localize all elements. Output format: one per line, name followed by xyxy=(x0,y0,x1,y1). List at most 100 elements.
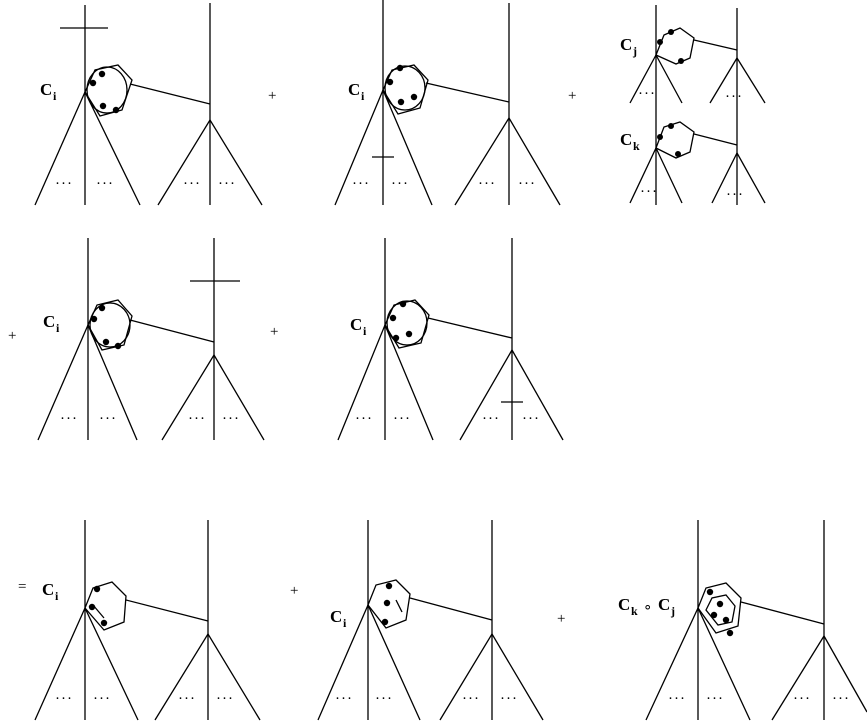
vertex-dot xyxy=(99,102,107,110)
vertex-dot xyxy=(657,39,663,45)
diagram-r1-term2: C i ··· ··· ··· ··· xyxy=(334,0,561,206)
plus-operator: + xyxy=(290,583,298,599)
label-sub: j xyxy=(670,604,675,618)
ellipsis: ··· xyxy=(93,691,111,707)
ellipsis: ··· xyxy=(99,411,117,427)
vertex-dot xyxy=(102,338,110,346)
ellipsis: ··· xyxy=(222,411,240,427)
label-sub: j xyxy=(632,44,637,58)
plus-operator: + xyxy=(8,328,16,344)
vertex-dot xyxy=(392,334,400,342)
ellipsis: ··· xyxy=(640,184,658,200)
vertex-dot xyxy=(399,300,407,308)
ellipsis: ··· xyxy=(726,187,744,203)
label-sub: i xyxy=(55,589,59,603)
ellipsis: ··· xyxy=(391,176,409,192)
ellipsis: ··· xyxy=(355,411,373,427)
vertex-dot xyxy=(716,600,724,608)
ellipsis: ··· xyxy=(183,176,201,192)
ellipsis: ··· xyxy=(218,176,236,192)
plus-operator: + xyxy=(568,88,576,104)
vertex-dot xyxy=(657,134,663,140)
diagram-r3-term1: C i ··· ··· ··· ··· xyxy=(34,520,261,721)
vertex-dot xyxy=(668,123,674,129)
ellipsis: ··· xyxy=(393,411,411,427)
ellipsis: ··· xyxy=(188,411,206,427)
label-c: C xyxy=(620,35,632,54)
vertex-dot xyxy=(89,79,97,87)
label-c: C xyxy=(42,580,54,599)
ellipsis: ··· xyxy=(482,411,500,427)
label-c: C xyxy=(658,595,670,614)
label-c: C xyxy=(620,130,632,149)
vertex-dot xyxy=(675,151,681,157)
vertex-dot xyxy=(726,629,734,637)
ellipsis: ··· xyxy=(725,89,743,105)
plus-operator: + xyxy=(268,88,276,104)
diagram-r2-term1: C i ··· ··· ··· ··· xyxy=(37,238,265,441)
vertex-dot xyxy=(706,588,714,596)
vertex-dot xyxy=(386,78,394,86)
vertex-dot xyxy=(98,70,106,78)
vertex-dot xyxy=(710,611,718,619)
ellipsis: ··· xyxy=(638,86,656,102)
vertex-dot xyxy=(381,618,389,626)
plus-operator: + xyxy=(557,611,565,627)
vertex-dot xyxy=(678,58,684,64)
vertex-dot xyxy=(410,93,418,101)
diagram-r3-term2: C i ··· ··· ··· ··· xyxy=(317,520,544,721)
vertex-dot xyxy=(98,304,106,312)
ellipsis: ··· xyxy=(55,176,73,192)
compose-operator: ∘ xyxy=(643,600,652,616)
ellipsis: ··· xyxy=(522,411,540,427)
plus-operator: + xyxy=(270,324,278,340)
label-sub: i xyxy=(343,616,347,630)
label-sub: k xyxy=(631,604,638,618)
vertex-dot xyxy=(93,585,101,593)
vertex-dot xyxy=(668,29,674,35)
equals-operator: = xyxy=(18,579,26,595)
label-sub: i xyxy=(363,324,367,338)
ellipsis: ··· xyxy=(178,691,196,707)
ellipsis: ··· xyxy=(668,691,686,707)
ellipsis: ··· xyxy=(375,691,393,707)
ellipsis: ··· xyxy=(335,691,353,707)
diagram-r1-term3: C j ··· ··· C k ··· ··· xyxy=(620,5,766,205)
label-sub: i xyxy=(361,89,365,103)
ellipsis: ··· xyxy=(706,691,724,707)
vertex-dot xyxy=(397,98,405,106)
vertex-dot xyxy=(396,64,404,72)
ellipsis: ··· xyxy=(518,176,536,192)
diagram-r2-term2: C i ··· ··· ··· ··· xyxy=(337,238,564,441)
vertex-dot xyxy=(112,106,120,114)
vertex-dot xyxy=(722,616,730,624)
ellipsis: ··· xyxy=(352,176,370,192)
vertex-dot xyxy=(385,582,393,590)
ellipsis: ··· xyxy=(500,691,518,707)
vertex-dot xyxy=(100,619,108,627)
ellipsis: ··· xyxy=(462,691,480,707)
vertex-dot xyxy=(114,342,122,350)
vertex-dot xyxy=(405,330,413,338)
vertex-dot xyxy=(389,314,397,322)
ellipsis: ··· xyxy=(832,691,850,707)
ellipsis: ··· xyxy=(55,691,73,707)
ellipsis: ··· xyxy=(216,691,234,707)
label-c: C xyxy=(43,312,55,331)
vertex-dot xyxy=(88,603,96,611)
label-c: C xyxy=(350,315,362,334)
label-sub: k xyxy=(633,139,640,153)
label-c: C xyxy=(348,80,360,99)
label-c: C xyxy=(330,607,342,626)
vertex-dot xyxy=(383,599,391,607)
label-c: C xyxy=(40,80,52,99)
label-c: C xyxy=(618,595,630,614)
ellipsis: ··· xyxy=(96,176,114,192)
diagram-r1-term1: C i ··· ··· ··· ··· xyxy=(34,3,263,206)
ellipsis: ··· xyxy=(478,176,496,192)
vertex-dot xyxy=(90,315,98,323)
label-sub: i xyxy=(56,321,60,335)
ellipsis: ··· xyxy=(793,691,811,707)
ellipsis: ··· xyxy=(60,411,78,427)
